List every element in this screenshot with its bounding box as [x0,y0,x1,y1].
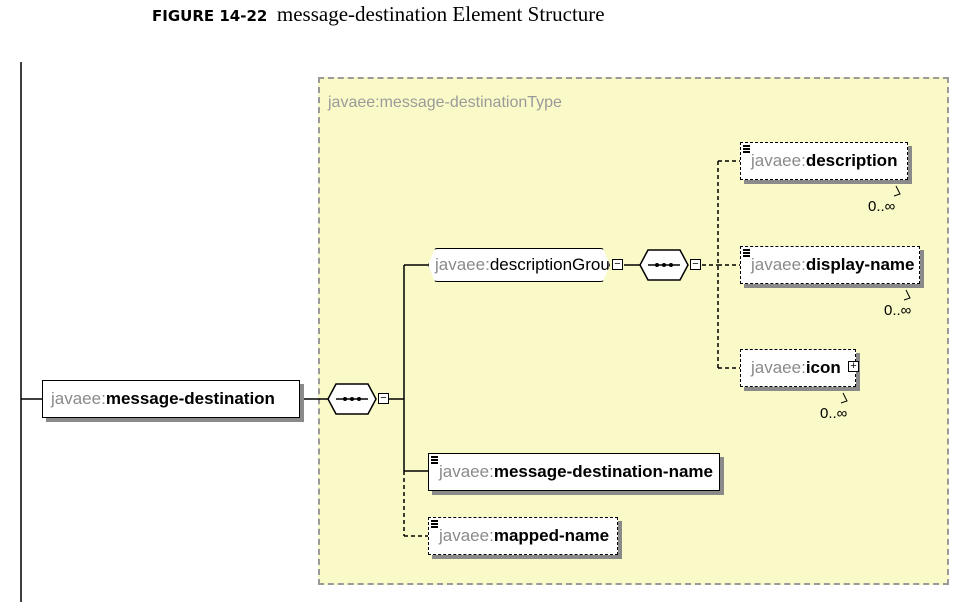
complex-type-label: javaee:message-destinationType [328,94,562,111]
element-mapped-name[interactable]: javaee:mapped-name [428,517,618,555]
element-name: mapped-name [493,526,610,545]
simple-content-icon [431,456,438,465]
root-element-message-destination[interactable]: javaee:message-destination [42,380,300,418]
cardinality-label: 0..∞ [820,405,848,422]
element-namespace: javaee: [439,526,494,545]
element-namespace: javaee: [51,389,106,408]
element-display-name[interactable]: javaee:display-name [740,246,920,284]
element-name: display-name [805,255,915,274]
cardinality-label: 0..∞ [884,302,912,319]
figure-number: FIGURE 14-22 [152,7,268,25]
group-description-group[interactable]: javaee:descriptionGroup [428,248,610,282]
collapse-minus-icon[interactable]: − [690,259,701,270]
element-name: message-destination [105,389,275,408]
element-namespace: javaee: [751,151,806,170]
element-name: description [805,151,898,170]
element-icon[interactable]: javaee:icon [740,349,856,387]
figure-title: message-destination Element Structure [276,2,605,26]
element-name: descriptionGroup [489,255,620,274]
collapse-minus-icon[interactable]: − [612,259,623,270]
cardinality-label: 0..∞ [868,198,896,215]
element-name: icon [805,358,841,377]
figure-caption: FIGURE 14-22 message-destination Element… [152,2,605,27]
collapse-minus-icon[interactable]: − [378,393,389,404]
element-name: message-destination-name [493,462,714,481]
simple-content-icon [431,520,438,529]
element-namespace: javaee: [751,358,806,377]
simple-content-icon [743,249,750,258]
simple-content-icon [743,145,750,154]
element-namespace: javaee: [439,462,494,481]
element-namespace: javaee: [435,255,490,274]
element-description[interactable]: javaee:description [740,142,908,180]
element-namespace: javaee: [751,255,806,274]
element-message-destination-name[interactable]: javaee:message-destination-name [428,453,720,491]
expand-plus-icon[interactable]: + [848,361,859,372]
